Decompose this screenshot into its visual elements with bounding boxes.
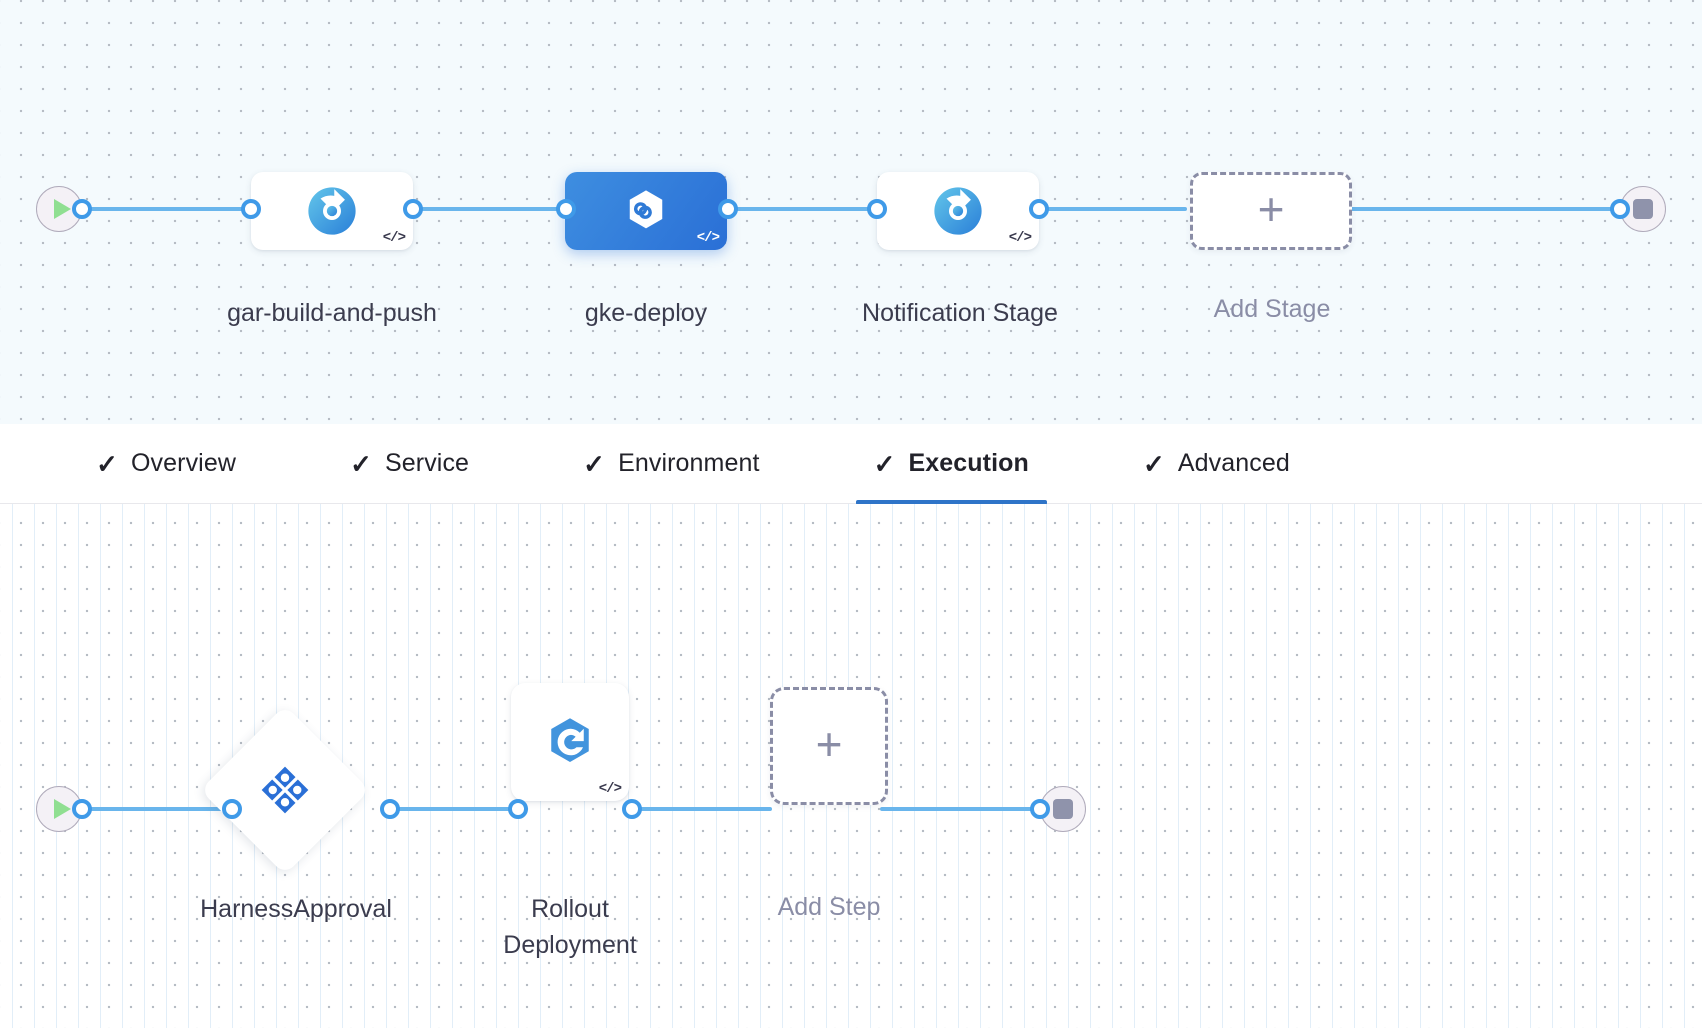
stage-label-notification-stage: Notification Stage	[862, 299, 1058, 327]
check-icon: ✓	[873, 448, 896, 479]
step-node-rollout-deployment[interactable]: </>	[511, 683, 629, 801]
harness-approval-icon-wrap	[257, 762, 313, 818]
step-label-harness-approval: HarnessApproval	[200, 895, 392, 923]
step-port-2-out[interactable]	[622, 799, 642, 819]
stage-link-2-to-3	[715, 207, 870, 211]
add-step-button[interactable]: +	[770, 687, 888, 805]
harness-approval-icon	[261, 766, 309, 814]
tab-environment[interactable]: ✓ Environment	[565, 424, 777, 504]
stage-port-2-out[interactable]	[718, 199, 738, 219]
stage-link-1-to-2	[400, 207, 565, 211]
tab-advanced[interactable]: ✓ Advanced	[1125, 424, 1308, 504]
tab-service-label: Service	[385, 449, 470, 477]
step-port-1-out[interactable]	[380, 799, 400, 819]
step-link-2-to-add	[624, 807, 772, 811]
add-stage-label: Add Stage	[1213, 295, 1331, 323]
harness-cd-deploy-icon	[629, 190, 663, 229]
stage-link-add-to-end	[1332, 207, 1617, 211]
tab-execution-label: Execution	[908, 449, 1029, 477]
harness-ci-build-icon	[308, 187, 356, 235]
stop-icon	[1053, 799, 1073, 819]
step-port-1-in[interactable]	[222, 799, 242, 819]
check-icon: ✓	[350, 448, 372, 479]
stage-port-3-out[interactable]	[1029, 199, 1049, 219]
tab-environment-label: Environment	[618, 449, 760, 477]
stage-node-gar-build-and-push[interactable]: </>	[251, 172, 413, 250]
stage-port-end-in[interactable]	[1610, 199, 1630, 219]
step-link-1-to-2	[382, 807, 512, 811]
tab-overview[interactable]: ✓ Overview	[78, 424, 254, 504]
stage-config-tabs: ✓ Overview ✓ Service ✓ Environment ✓ Exe…	[0, 424, 1702, 505]
step-node-harness-approval[interactable]	[200, 705, 370, 875]
harness-ci-build-icon	[934, 187, 982, 235]
step-label-rollout-deployment: Rollout Deployment	[503, 895, 637, 959]
step-port-end-in[interactable]	[1030, 799, 1050, 819]
add-stage-button[interactable]: +	[1190, 172, 1352, 250]
stage-link-start-to-1	[80, 207, 245, 211]
stage-label-gke-deploy: gke-deploy	[584, 299, 708, 327]
stage-port-3-in[interactable]	[867, 199, 887, 219]
tab-overview-label: Overview	[131, 449, 236, 477]
stage-node-gke-deploy[interactable]: </>	[565, 172, 727, 250]
check-icon: ✓	[583, 448, 605, 479]
step-link-add-to-end	[880, 807, 1040, 811]
stage-code-badge[interactable]: </>	[696, 230, 720, 246]
step-link-start-to-1	[80, 807, 226, 811]
stage-port-2-in[interactable]	[556, 199, 576, 219]
tab-advanced-label: Advanced	[1177, 449, 1290, 477]
stage-code-badge[interactable]: </>	[382, 230, 406, 246]
tab-execution[interactable]: ✓ Execution	[855, 424, 1048, 505]
step-port-start-out[interactable]	[72, 799, 92, 819]
stop-icon	[1633, 199, 1653, 219]
stage-code-badge[interactable]: </>	[1008, 230, 1032, 246]
stage-port-start-out[interactable]	[72, 199, 92, 219]
stage-link-3-to-add	[1022, 207, 1187, 211]
add-step-label: Add Step	[777, 893, 881, 921]
plus-icon: +	[815, 717, 843, 770]
stage-port-1-out[interactable]	[403, 199, 423, 219]
stage-node-notification-stage[interactable]: </>	[877, 172, 1039, 250]
check-icon: ✓	[96, 448, 118, 479]
play-icon	[53, 199, 71, 219]
execution-steps-canvas[interactable]: HarnessApproval </> Rollout Deployment +…	[0, 504, 1702, 1028]
tab-service[interactable]: ✓ Service	[332, 424, 487, 504]
pipeline-start-node[interactable]	[36, 186, 82, 232]
execution-end-node[interactable]	[1040, 786, 1086, 832]
step-port-2-in[interactable]	[508, 799, 528, 819]
step-code-badge[interactable]: </>	[598, 781, 622, 797]
stage-port-1-in[interactable]	[241, 199, 261, 219]
play-icon	[53, 799, 71, 819]
pipeline-stages-canvas[interactable]: </> gar-build-and-push </> gke-deploy	[0, 0, 1702, 424]
check-icon: ✓	[1142, 448, 1165, 479]
plus-icon: +	[1257, 182, 1285, 235]
stage-label-gar-build-and-push: gar-build-and-push	[227, 299, 437, 327]
kubernetes-rollout-icon	[551, 718, 589, 762]
